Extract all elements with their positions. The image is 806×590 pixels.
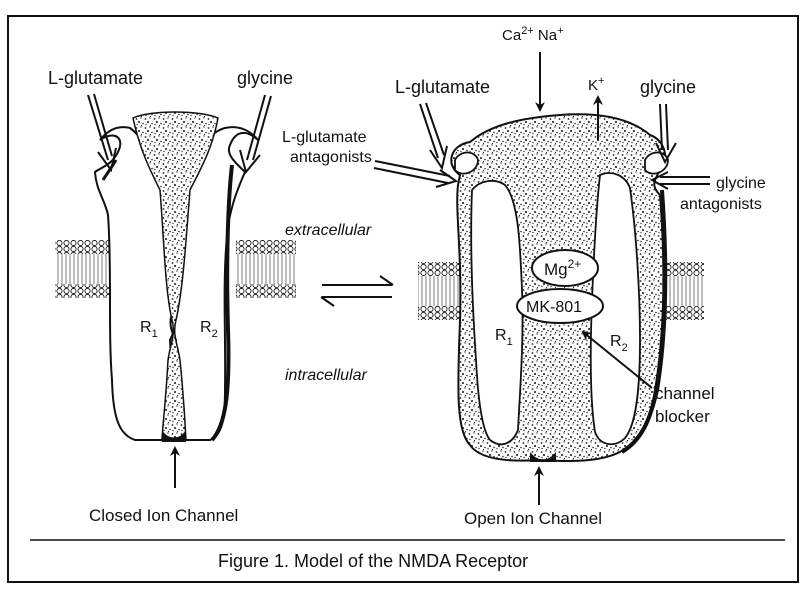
label-blocker: blocker: [655, 407, 710, 426]
label-k: K+: [588, 75, 604, 94]
label-intracellular: intracellular: [285, 367, 367, 384]
open-receptor: Mg2+ MK-801 R1 R2 Ca2+ Na+ K+: [282, 25, 766, 528]
label-ca-na: Ca2+ Na+: [502, 25, 564, 44]
label-glutamate-right: L-glutamate: [395, 77, 490, 97]
label-open-channel: Open Ion Channel: [464, 509, 602, 528]
label-mk801: MK-801: [526, 299, 582, 316]
label-extracellular: extracellular: [285, 222, 372, 239]
label-closed-channel: Closed Ion Channel: [89, 506, 238, 525]
figure-caption: Figure 1. Model of the NMDA Receptor: [218, 551, 528, 571]
label-glutamate-antagonists-1: L-glutamate: [282, 129, 367, 146]
label-glycine-antagonists-2: antagonists: [680, 196, 762, 213]
label-glutamate-left: L-glutamate: [48, 68, 143, 88]
arrow-glutamate-right: [420, 103, 447, 168]
closed-receptor: L-glutamate glycine R1 R2 Closed Ion Cha…: [48, 68, 296, 525]
label-glutamate-antagonists-2: antagonists: [290, 149, 372, 166]
label-glycine-antagonists-1: glycine: [716, 175, 766, 192]
label-glycine-left: glycine: [237, 68, 293, 88]
label-glycine-right: glycine: [640, 77, 696, 97]
arrow-glycine-antagonists: [652, 172, 710, 189]
equilibrium-arrows: [321, 276, 393, 306]
label-channel: channel: [655, 384, 715, 403]
